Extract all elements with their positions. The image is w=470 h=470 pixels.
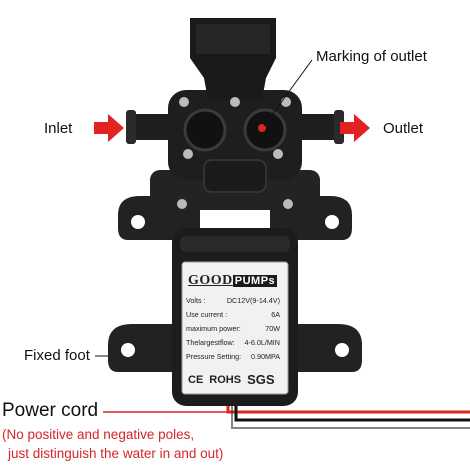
spec-key: Thelargestflow: bbox=[186, 338, 235, 347]
spec-value: 70W bbox=[265, 324, 280, 333]
fixed-foot-bottom bbox=[108, 324, 362, 372]
brand-good-text: GOOD bbox=[188, 273, 233, 288]
spec-key: maximum power: bbox=[186, 324, 241, 333]
spec-key: Use current : bbox=[186, 310, 228, 319]
certification-marks: CE ROHS SGS bbox=[188, 372, 275, 387]
power-cord-label: Power cord bbox=[2, 400, 99, 421]
spec-key: Pressure Setting: bbox=[186, 352, 242, 361]
spec-row: Thelargestflow: 4-6.0L/MIN bbox=[186, 338, 280, 347]
pump-head bbox=[150, 18, 320, 210]
brand-pumps-text: PUMPs bbox=[232, 275, 278, 287]
rohs-mark: ROHS bbox=[209, 373, 242, 386]
outlet-port bbox=[296, 110, 344, 144]
fixed-foot-label: Fixed foot bbox=[24, 347, 90, 364]
spec-row: Volts : DC12V(9-14.4V) bbox=[186, 296, 280, 305]
polarity-note-line-1: (No positive and negative poles, bbox=[2, 427, 195, 442]
spec-value: DC12V(9-14.4V) bbox=[226, 296, 280, 305]
outlet-arrow bbox=[340, 114, 370, 142]
spec-row: maximum power: 70W bbox=[186, 324, 280, 333]
spec-value: 4-6.0L/MIN bbox=[244, 338, 280, 347]
inlet-port bbox=[126, 110, 174, 144]
inlet-arrow bbox=[94, 114, 124, 142]
spec-key: Volts : bbox=[186, 296, 206, 305]
marking-of-outlet-label: Marking of outlet bbox=[316, 48, 427, 65]
outlet-label: Outlet bbox=[383, 120, 424, 137]
spec-row: Pressure Setting: 0.90MPA bbox=[186, 352, 280, 361]
spec-value: 0.90MPA bbox=[250, 352, 280, 361]
sgs-mark: SGS bbox=[247, 372, 275, 387]
label-plate bbox=[181, 261, 289, 395]
ce-mark: CE bbox=[188, 373, 204, 386]
spec-value: 6A bbox=[271, 310, 280, 319]
spec-row: Use current : 6A bbox=[186, 310, 280, 319]
polarity-note-line-2: just distinguish the water in and out) bbox=[8, 446, 224, 461]
inlet-label: Inlet bbox=[44, 120, 73, 137]
marking-leader-line bbox=[263, 59, 313, 127]
